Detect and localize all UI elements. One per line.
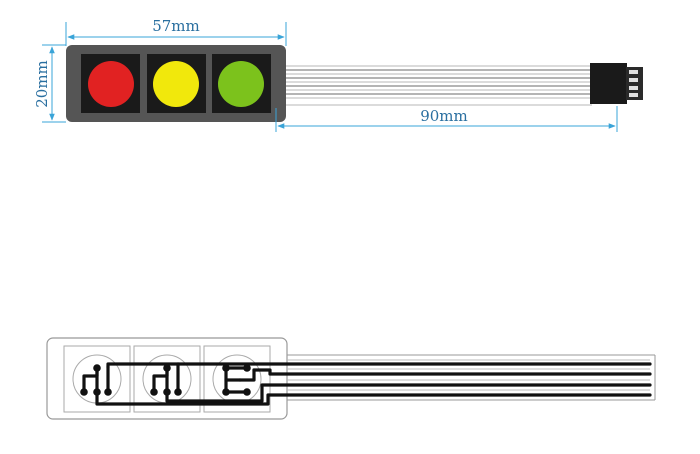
- top-keypad-view: [66, 45, 643, 122]
- dimension-height: 20mm: [33, 44, 66, 123]
- bottom-circuit-view: [46, 337, 656, 420]
- ribbon-cable: [280, 65, 592, 106]
- circuit-key-3: [203, 345, 271, 413]
- circuit-outline: [46, 337, 288, 420]
- width-label: 57mm: [152, 17, 200, 35]
- button-red[interactable]: [88, 61, 134, 107]
- button-yellow[interactable]: [153, 61, 199, 107]
- circuit-traces: [82, 362, 652, 406]
- height-label: 20mm: [33, 60, 51, 108]
- circuit-key-1: [63, 345, 131, 413]
- dimension-cable: 90mm: [275, 106, 618, 132]
- circuit-pads: [80, 364, 251, 396]
- cable-label: 90mm: [420, 107, 468, 125]
- circuit-key-2: [133, 345, 201, 413]
- button-green[interactable]: [218, 61, 264, 107]
- connector: [590, 63, 643, 104]
- ribbon-cable-traces: [285, 69, 592, 95]
- dimension-width: 57mm: [65, 17, 287, 46]
